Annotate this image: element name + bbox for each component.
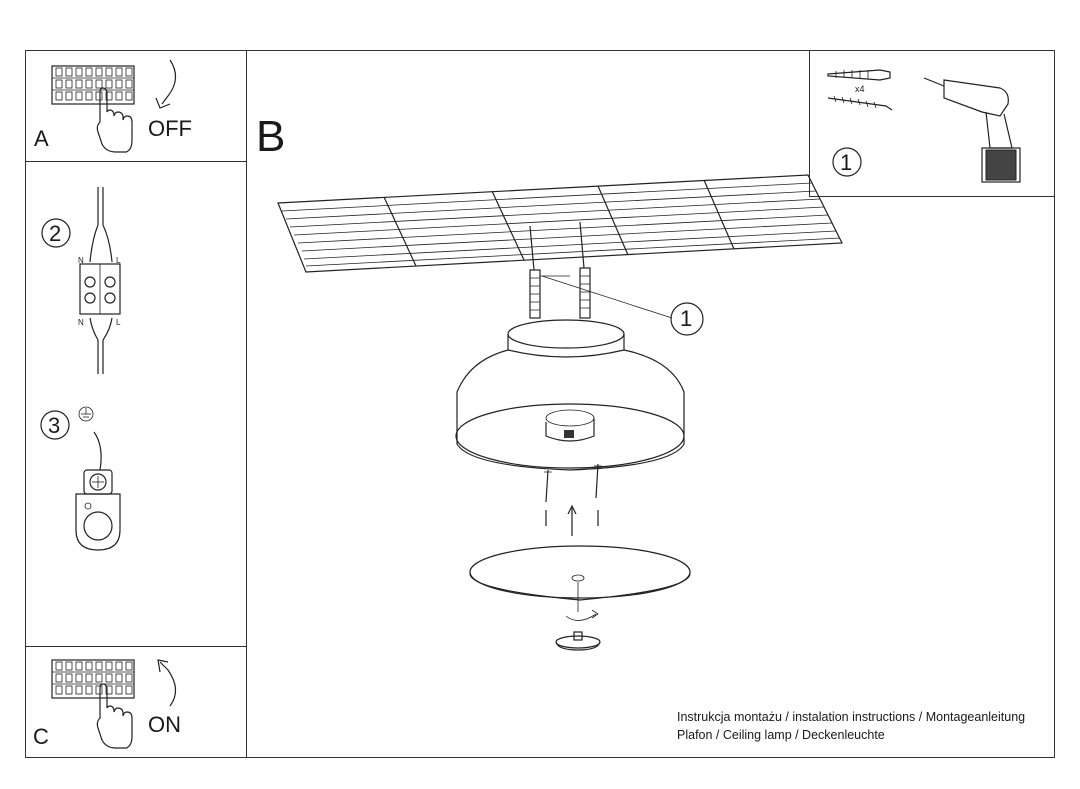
terminal-l-bottom: L bbox=[116, 318, 121, 327]
ground-wire bbox=[93, 431, 102, 471]
breaker-panel-icon bbox=[51, 65, 135, 105]
footer-line-1: Instrukcja montażu / instalation instruc… bbox=[677, 710, 1026, 724]
drill-icon bbox=[923, 77, 1021, 183]
switch-on-label: ON bbox=[148, 712, 181, 737]
panel-a-letter: A bbox=[34, 126, 49, 151]
curved-arrow-icon bbox=[157, 659, 177, 707]
step-2-circle bbox=[41, 218, 71, 248]
tools-step-1-circle bbox=[832, 147, 862, 177]
left-column-divider bbox=[246, 162, 247, 646]
ceiling-icon bbox=[277, 174, 843, 273]
step-3-circle bbox=[40, 410, 70, 440]
breaker-panel-icon bbox=[51, 659, 135, 699]
step-3-number: 3 bbox=[48, 413, 61, 438]
footer-line-2: Plafon / Ceiling lamp / Deckenleuchte bbox=[677, 728, 885, 742]
screw-icon bbox=[827, 95, 893, 111]
switch-off-label: OFF bbox=[148, 116, 192, 141]
diffuser-disc-icon bbox=[469, 545, 691, 621]
hand-icon bbox=[96, 87, 133, 153]
ground-clamp-icon bbox=[75, 469, 121, 551]
step-2-number: 2 bbox=[49, 221, 62, 246]
tools-step-1-number: 1 bbox=[840, 150, 853, 175]
terminal-l-top: L bbox=[116, 256, 121, 265]
panel-a bbox=[25, 50, 247, 162]
mounting-screws bbox=[529, 221, 673, 319]
outer-frame bbox=[25, 50, 1055, 758]
finial-icon bbox=[555, 631, 601, 651]
hand-icon bbox=[96, 683, 133, 749]
anchor-count-label: x4 bbox=[855, 84, 865, 94]
curved-arrow-icon bbox=[155, 59, 177, 109]
ground-symbol-icon bbox=[78, 406, 94, 422]
callout-1-circle bbox=[670, 302, 704, 336]
terminal-n-top: N bbox=[78, 256, 84, 265]
panel-c-letter: C bbox=[33, 724, 49, 749]
terminal-block-icon bbox=[79, 187, 121, 374]
cover-screws bbox=[544, 463, 602, 536]
callout-1-number: 1 bbox=[680, 306, 693, 331]
lamp-shade-icon bbox=[455, 319, 685, 471]
panel-b-letter: B bbox=[256, 112, 286, 161]
wall-plug-icon bbox=[827, 69, 891, 81]
terminal-n-bottom: N bbox=[78, 318, 84, 327]
